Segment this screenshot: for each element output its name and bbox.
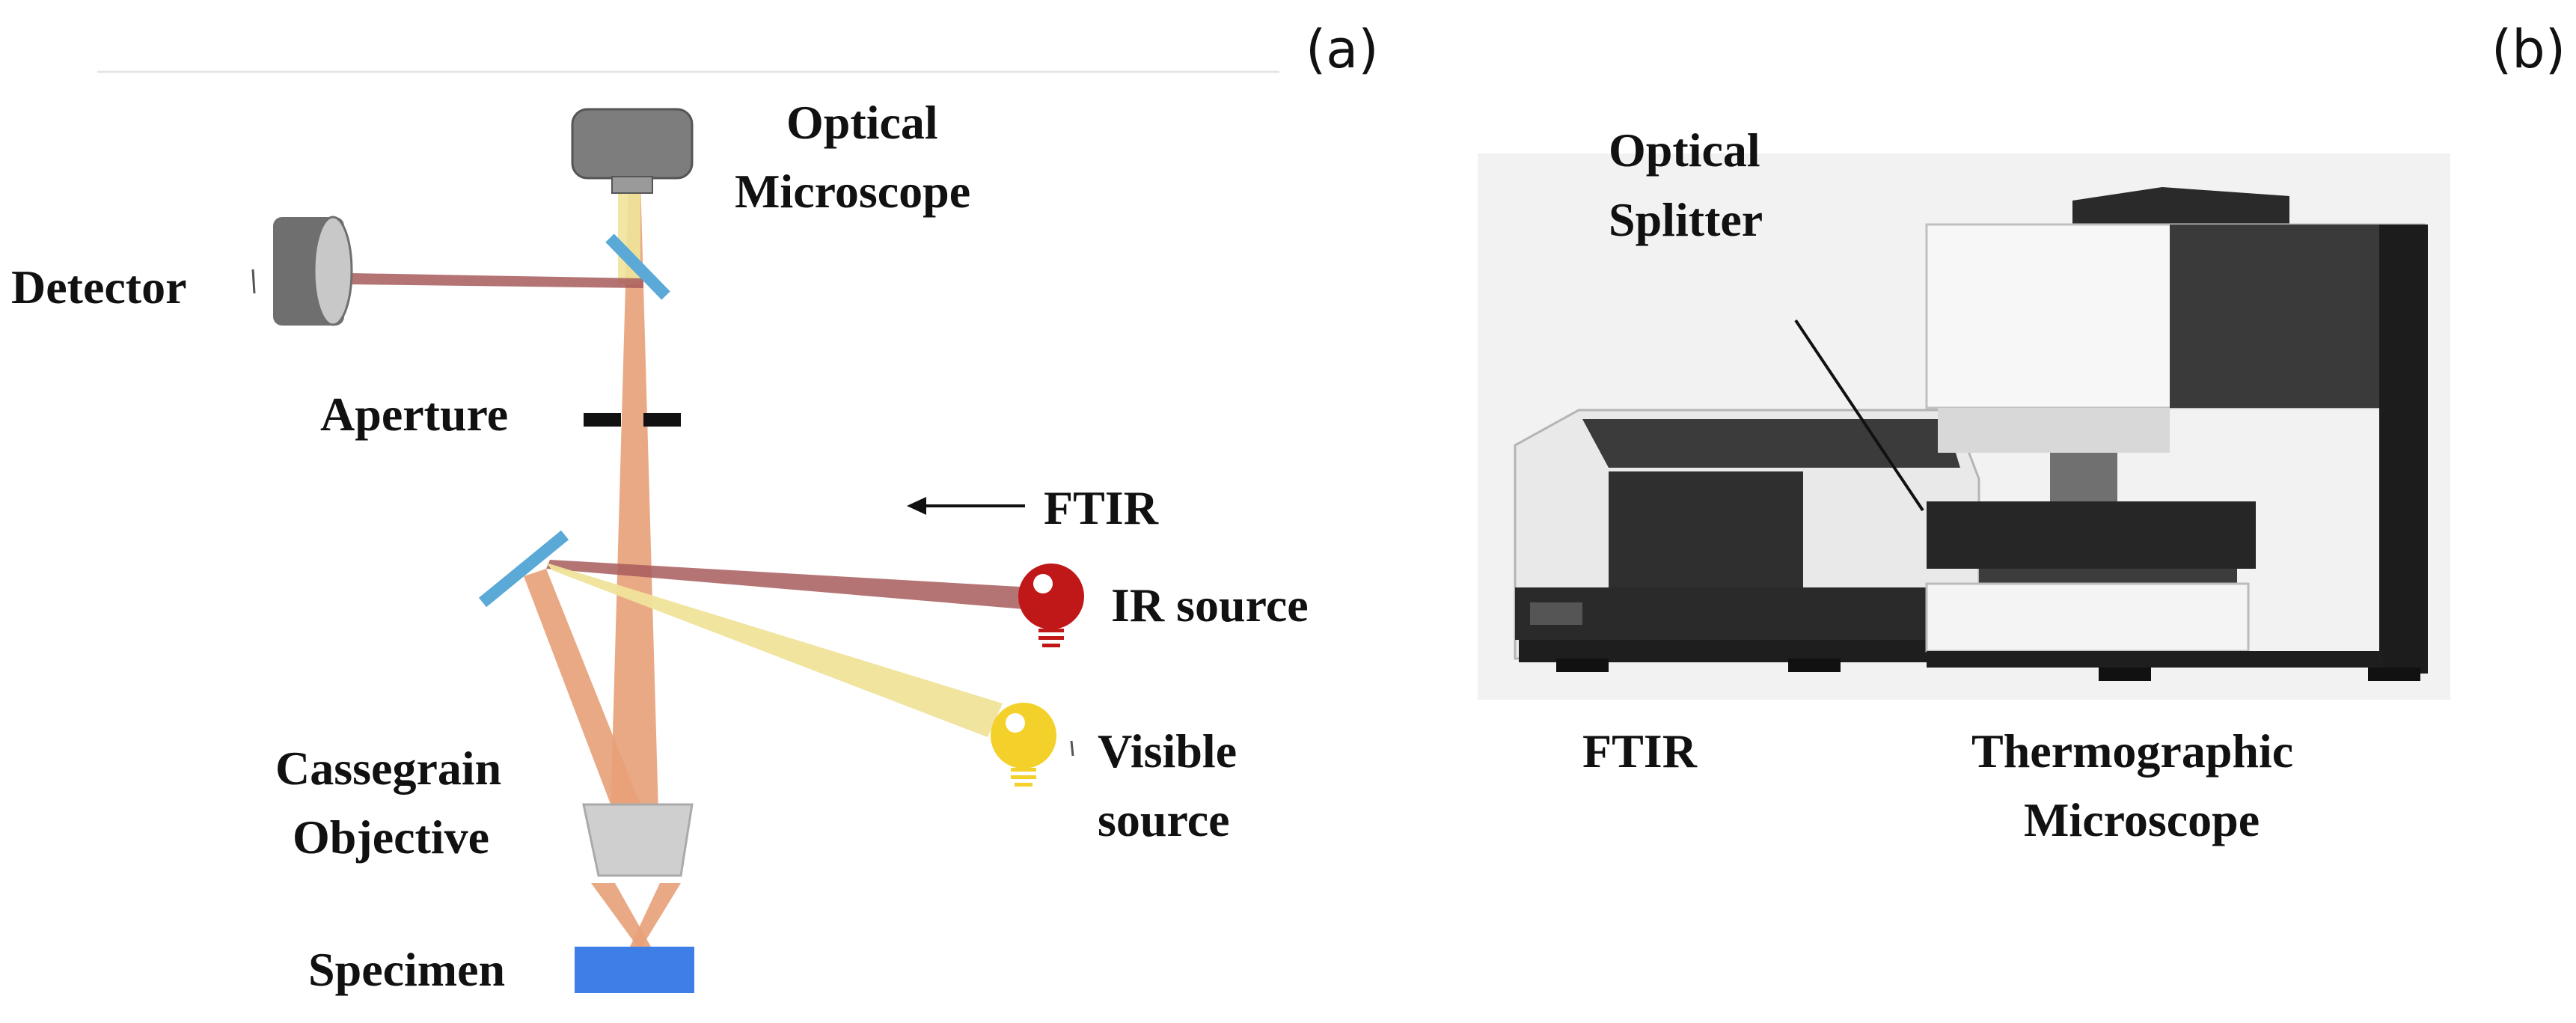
optical-splitter-label: Optical Splitter xyxy=(1609,123,1772,246)
splitter-pointer-line xyxy=(1794,319,1924,512)
ir-source-beam xyxy=(546,560,1032,610)
visible-source-beam xyxy=(546,563,1003,737)
cassegrain-objective-label: Cassegrain Objective xyxy=(275,742,513,864)
ftir-arrow-icon xyxy=(907,497,1025,515)
panel-a-label: (a) xyxy=(1306,19,1379,80)
lower-mirror-icon xyxy=(478,530,569,608)
specimen-beam-right xyxy=(630,883,681,947)
aperture-icon xyxy=(584,413,681,427)
main-vertical-beam xyxy=(611,180,658,812)
ir-source-label: IR source xyxy=(1111,578,1309,632)
panel-b-label: (b) xyxy=(2491,19,2566,80)
detector-ir-beam xyxy=(352,273,643,288)
thermographic-microscope-instrument-icon xyxy=(1925,187,2428,681)
photo-ftir-label: FTIR xyxy=(1582,724,1698,778)
ir-source-bulb-icon xyxy=(1018,564,1084,647)
detector-label: Detector xyxy=(11,260,186,314)
specimen-label: Specimen xyxy=(308,943,505,996)
cassegrain-objective-icon xyxy=(582,803,694,877)
optical-microscope-label: Optical Microscope xyxy=(735,96,970,218)
aperture-label: Aperture xyxy=(320,388,508,441)
objective-input-beam xyxy=(524,569,642,812)
panel-a-schematic: Optical Microscope Detector Aperture FTI… xyxy=(11,19,1379,996)
visible-source-bulb-icon xyxy=(991,703,1074,787)
visible-source-label: Visible source xyxy=(1098,724,1249,846)
beam-splitter-mirror-icon xyxy=(605,233,670,300)
specimen-icon xyxy=(575,947,694,993)
ftir-instrument-icon xyxy=(1514,409,1980,672)
panel-b-photo: Optical Splitter FTIR Thermographic Micr… xyxy=(1478,19,2566,846)
detector-icon xyxy=(251,216,353,326)
optical-microscope-icon xyxy=(571,108,694,194)
specimen-beam-left xyxy=(591,883,651,947)
ftir-label: FTIR xyxy=(1044,481,1159,534)
thermographic-microscope-label: Thermographic Microscope xyxy=(1971,724,2305,846)
